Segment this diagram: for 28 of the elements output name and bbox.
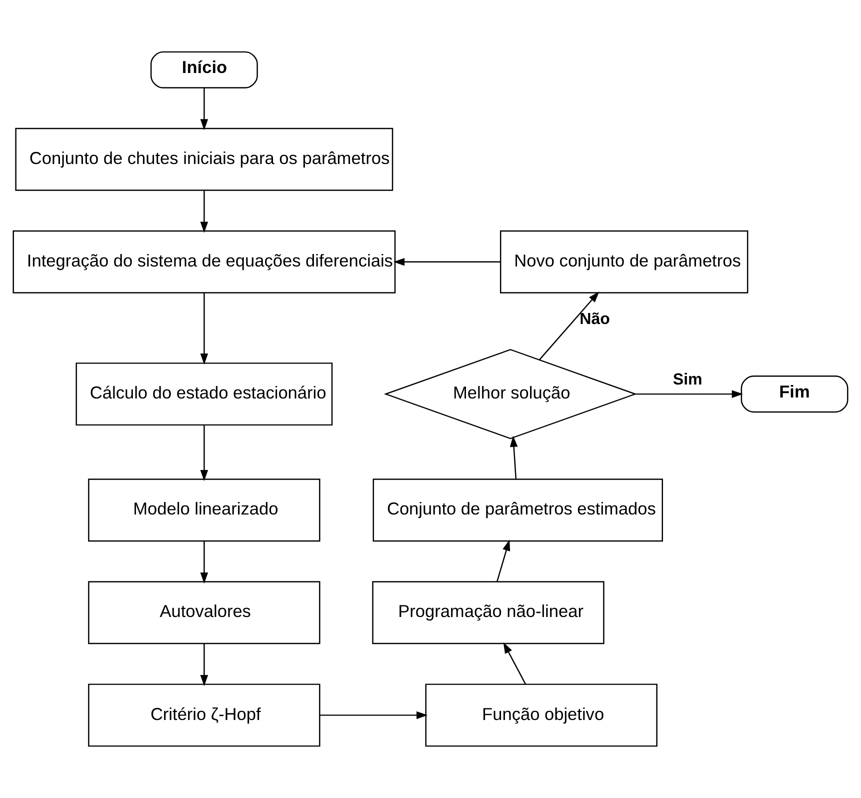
- node-box: Integração do sistema de equações diferenciais: [12, 230, 396, 294]
- node-box: Programação não-linear: [372, 581, 604, 644]
- node-box: Autovalores: [88, 581, 320, 644]
- arrow: [496, 540, 510, 582]
- arrow: [636, 390, 743, 398]
- edge-label: Sim: [672, 370, 702, 389]
- node-box: Fim: [740, 376, 848, 413]
- node-box: Novo conjunto de parâmetros: [500, 230, 748, 294]
- arrow: [510, 436, 518, 480]
- arrow: [200, 88, 208, 130]
- node-box: Cálculo do estado estacionário: [76, 362, 333, 426]
- arrow: [539, 291, 600, 360]
- node-box: Início: [150, 51, 258, 88]
- arrow: [200, 644, 208, 686]
- edge-label: Não: [580, 310, 610, 328]
- node-box: Critério ζ-Hopf: [88, 684, 320, 747]
- node-diamond: Melhor solução: [384, 348, 638, 440]
- node-box: Conjunto de chutes iniciais para os parâmetros: [15, 128, 394, 191]
- node-box: Modelo linearizado: [88, 478, 320, 542]
- arrow: [503, 642, 526, 685]
- arrow: [200, 190, 208, 233]
- arrow: [200, 541, 208, 584]
- node-box: Conjunto de parâmetros estimados: [372, 478, 663, 542]
- arrow: [393, 258, 500, 266]
- arrow: [200, 425, 208, 482]
- arrow: [320, 711, 428, 720]
- node-box: Função objetivo: [425, 684, 658, 747]
- arrow: [200, 292, 208, 365]
